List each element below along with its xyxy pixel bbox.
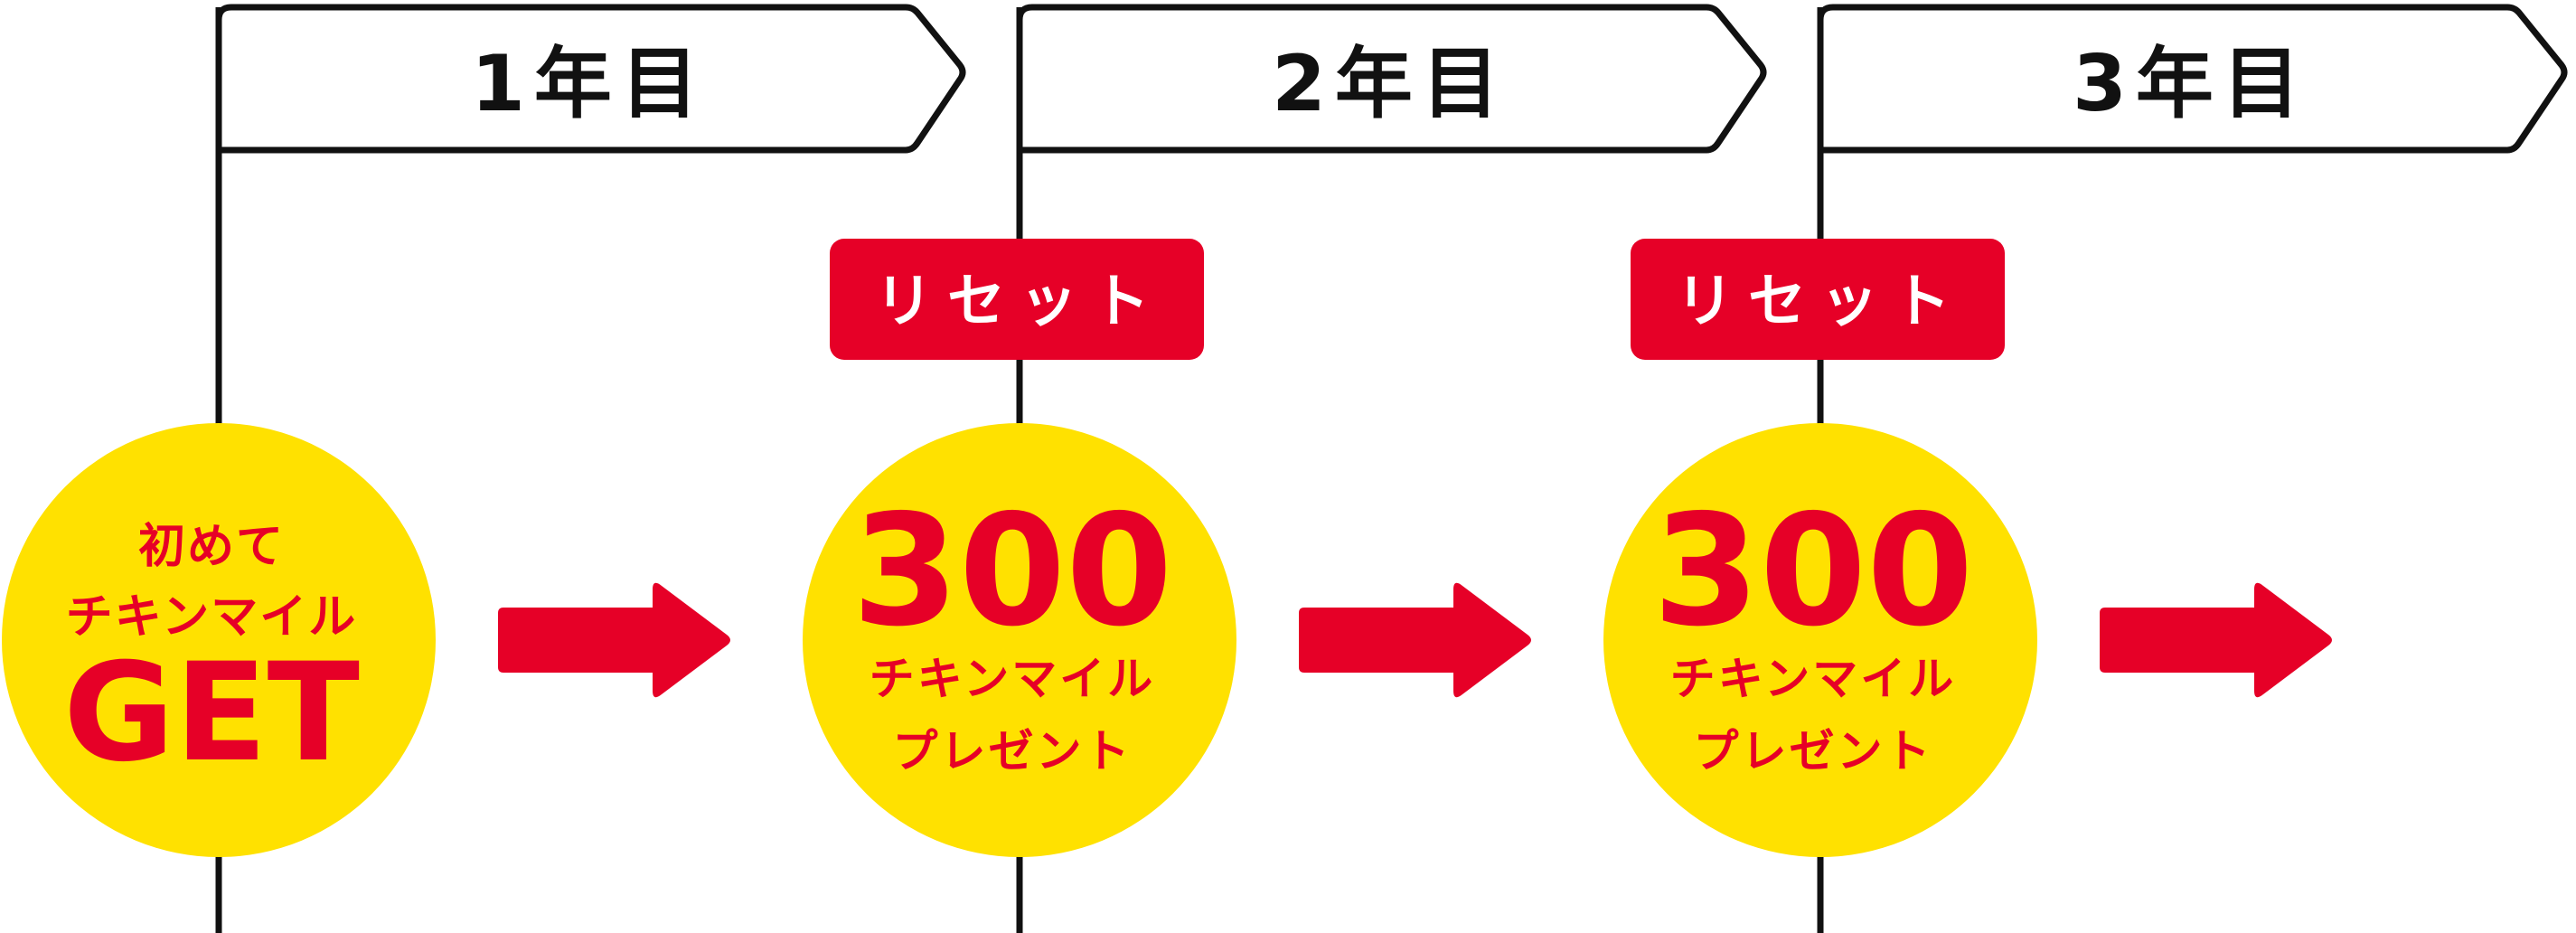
circle-line-last: プレゼント bbox=[1694, 725, 1933, 778]
reset-badge-2: リセット bbox=[1631, 239, 2005, 360]
reset-badge-1: リセット bbox=[830, 239, 1204, 360]
circle-line-last: プレゼント bbox=[893, 725, 1133, 778]
right-arrow-icon bbox=[1299, 582, 1531, 698]
circle-line-amount: 300 bbox=[852, 482, 1173, 661]
circle-line-amount: 300 bbox=[1653, 482, 1974, 661]
circle-line-get: GET bbox=[63, 635, 360, 792]
circle-line-middle: チキンマイル bbox=[870, 653, 1156, 705]
year-flag-label: 2年目 bbox=[1272, 39, 1509, 129]
milestone-circle-2: 300 チキンマイル プレゼント bbox=[803, 423, 1236, 857]
reset-badge-label: リセット bbox=[1676, 269, 1965, 335]
circle-line-first: 初めて bbox=[138, 520, 285, 574]
right-arrow-icon bbox=[2100, 582, 2332, 698]
year-flag-label: 1年目 bbox=[471, 39, 708, 129]
milestone-circle-1: 初めて チキンマイル GET bbox=[2, 423, 436, 857]
year-flag-1: 1年目 bbox=[215, 4, 966, 154]
reset-badge-label: リセット bbox=[875, 269, 1164, 335]
milestone-circle-3: 300 チキンマイル プレゼント bbox=[1603, 423, 2037, 857]
year-flag-2: 2年目 bbox=[1016, 4, 1767, 154]
year-flag-label: 3年目 bbox=[2073, 39, 2309, 129]
circle-line-middle: チキンマイル bbox=[66, 590, 357, 645]
year-flag-3: 3年目 bbox=[1817, 4, 2568, 154]
right-arrow-icon bbox=[498, 582, 730, 698]
circle-line-middle: チキンマイル bbox=[1670, 653, 1957, 705]
